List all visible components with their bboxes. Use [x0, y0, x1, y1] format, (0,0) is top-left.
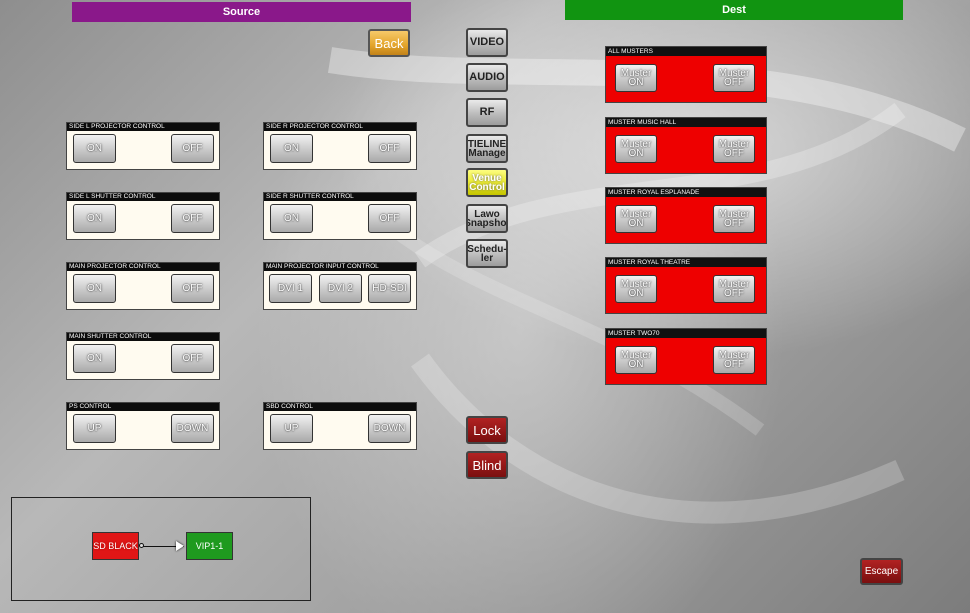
- panel-title: SIDE R SHUTTER CONTROL: [264, 193, 416, 201]
- off-button[interactable]: OFF: [171, 134, 214, 163]
- nav-tieline-button[interactable]: TIELINE Manage: [466, 134, 508, 163]
- muster-off-button[interactable]: Muster OFF: [713, 64, 755, 92]
- dvi1-button[interactable]: DVI 1: [269, 274, 312, 303]
- hd-sdi-button[interactable]: HD-SDI: [368, 274, 411, 303]
- main-projector-input-panel: MAIN PROJECTOR INPUT CONTROL DVI 1 DVI 2…: [263, 262, 417, 310]
- nav-video-button[interactable]: VIDEO: [466, 28, 508, 57]
- down-button[interactable]: DOWN: [368, 414, 411, 443]
- muster-off-button[interactable]: Muster OFF: [713, 346, 755, 374]
- muster-on-button[interactable]: Muster ON: [615, 346, 657, 374]
- panel-title: MUSTER TWO70: [606, 329, 766, 338]
- nav-rf-button[interactable]: RF: [466, 98, 508, 127]
- source-header: Source: [72, 2, 411, 22]
- dest-node[interactable]: VIP1-1: [186, 532, 233, 560]
- main-projector-panel: MAIN PROJECTOR CONTROL ON OFF: [66, 262, 220, 310]
- panel-title: SIDE L SHUTTER CONTROL: [67, 193, 219, 201]
- ps-control-panel: PS CONTROL UP DOWN: [66, 402, 220, 450]
- muster-royal-esplanade-panel: MUSTER ROYAL ESPLANADE Muster ON Muster …: [605, 187, 767, 244]
- main-shutter-panel: MAIN SHUTTER CONTROL ON OFF: [66, 332, 220, 380]
- escape-button[interactable]: Escape: [860, 558, 903, 585]
- on-button[interactable]: ON: [73, 274, 116, 303]
- up-button[interactable]: UP: [73, 414, 116, 443]
- muster-music-hall-panel: MUSTER MUSIC HALL Muster ON Muster OFF: [605, 117, 767, 174]
- off-button[interactable]: OFF: [171, 274, 214, 303]
- muster-on-button[interactable]: Muster ON: [615, 275, 657, 303]
- panel-title: SIDE R PROJECTOR CONTROL: [264, 123, 416, 131]
- muster-off-button[interactable]: Muster OFF: [713, 275, 755, 303]
- muster-royal-theatre-panel: MUSTER ROYAL THEATRE Muster ON Muster OF…: [605, 257, 767, 314]
- panel-title: PS CONTROL: [67, 403, 219, 411]
- blind-button[interactable]: Blind: [466, 451, 508, 479]
- side-l-projector-panel: SIDE L PROJECTOR CONTROL ON OFF: [66, 122, 220, 170]
- panel-title: MAIN SHUTTER CONTROL: [67, 333, 219, 341]
- off-button[interactable]: OFF: [171, 204, 214, 233]
- panel-title: SBD CONTROL: [264, 403, 416, 411]
- route-origin-dot: [139, 543, 144, 548]
- side-r-shutter-panel: SIDE R SHUTTER CONTROL ON OFF: [263, 192, 417, 240]
- side-l-shutter-panel: SIDE L SHUTTER CONTROL ON OFF: [66, 192, 220, 240]
- muster-on-button[interactable]: Muster ON: [615, 135, 657, 163]
- muster-off-button[interactable]: Muster OFF: [713, 135, 755, 163]
- muster-on-button[interactable]: Muster ON: [615, 64, 657, 92]
- lock-button[interactable]: Lock: [466, 416, 508, 444]
- route-line: [142, 546, 184, 547]
- sbd-control-panel: SBD CONTROL UP DOWN: [263, 402, 417, 450]
- back-button[interactable]: Back: [368, 29, 410, 57]
- all-musters-panel: ALL MUSTERS Muster ON Muster OFF: [605, 46, 767, 103]
- muster-off-button[interactable]: Muster OFF: [713, 205, 755, 233]
- panel-title: MAIN PROJECTOR CONTROL: [67, 263, 219, 271]
- panel-title: MUSTER MUSIC HALL: [606, 118, 766, 127]
- nav-audio-button[interactable]: AUDIO: [466, 63, 508, 92]
- panel-title: MUSTER ROYAL ESPLANADE: [606, 188, 766, 197]
- dest-header: Dest: [565, 0, 903, 20]
- down-button[interactable]: DOWN: [171, 414, 214, 443]
- on-button[interactable]: ON: [73, 204, 116, 233]
- on-button[interactable]: ON: [270, 134, 313, 163]
- nav-venue-control-button[interactable]: Venue Control: [466, 168, 508, 197]
- source-node[interactable]: SD BLACK: [92, 532, 139, 560]
- muster-on-button[interactable]: Muster ON: [615, 205, 657, 233]
- nav-lawo-snapshot-button[interactable]: Lawo Snapshot: [466, 204, 508, 233]
- nav-scheduler-button[interactable]: Schedu- ler: [466, 239, 508, 268]
- on-button[interactable]: ON: [73, 134, 116, 163]
- dvi2-button[interactable]: DVI 2: [319, 274, 362, 303]
- off-button[interactable]: OFF: [368, 134, 411, 163]
- panel-title: SIDE L PROJECTOR CONTROL: [67, 123, 219, 131]
- muster-two70-panel: MUSTER TWO70 Muster ON Muster OFF: [605, 328, 767, 385]
- side-r-projector-panel: SIDE R PROJECTOR CONTROL ON OFF: [263, 122, 417, 170]
- panel-title: ALL MUSTERS: [606, 47, 766, 56]
- up-button[interactable]: UP: [270, 414, 313, 443]
- off-button[interactable]: OFF: [368, 204, 411, 233]
- panel-title: MAIN PROJECTOR INPUT CONTROL: [264, 263, 416, 271]
- on-button[interactable]: ON: [270, 204, 313, 233]
- route-arrow-icon: [176, 541, 184, 551]
- off-button[interactable]: OFF: [171, 344, 214, 373]
- on-button[interactable]: ON: [73, 344, 116, 373]
- panel-title: MUSTER ROYAL THEATRE: [606, 258, 766, 267]
- routing-preview: SD BLACK VIP1-1: [11, 497, 311, 601]
